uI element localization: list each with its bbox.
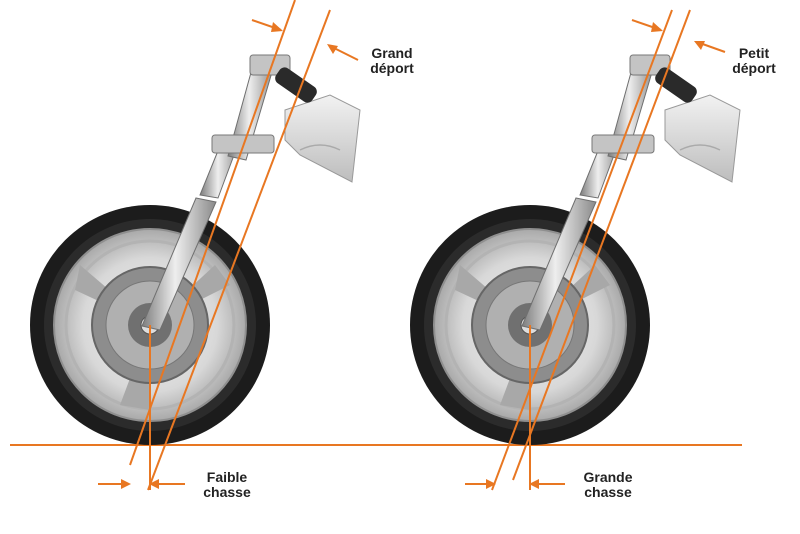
motorcycle-front-right — [408, 9, 742, 491]
trail-label-left: Faible chasse — [203, 469, 251, 500]
offset-label-left: Grand déport — [370, 45, 414, 76]
fork-offset-line-left — [147, 9, 331, 491]
fork-offset-line-right — [512, 9, 691, 481]
steering-axis-line-left — [129, 0, 296, 466]
trail-label-right: Grande chasse — [583, 469, 633, 500]
motorcycle-front-left — [28, 0, 362, 491]
steering-axis-line-right — [491, 9, 673, 491]
offset-label-right: Petit déport — [732, 45, 776, 76]
